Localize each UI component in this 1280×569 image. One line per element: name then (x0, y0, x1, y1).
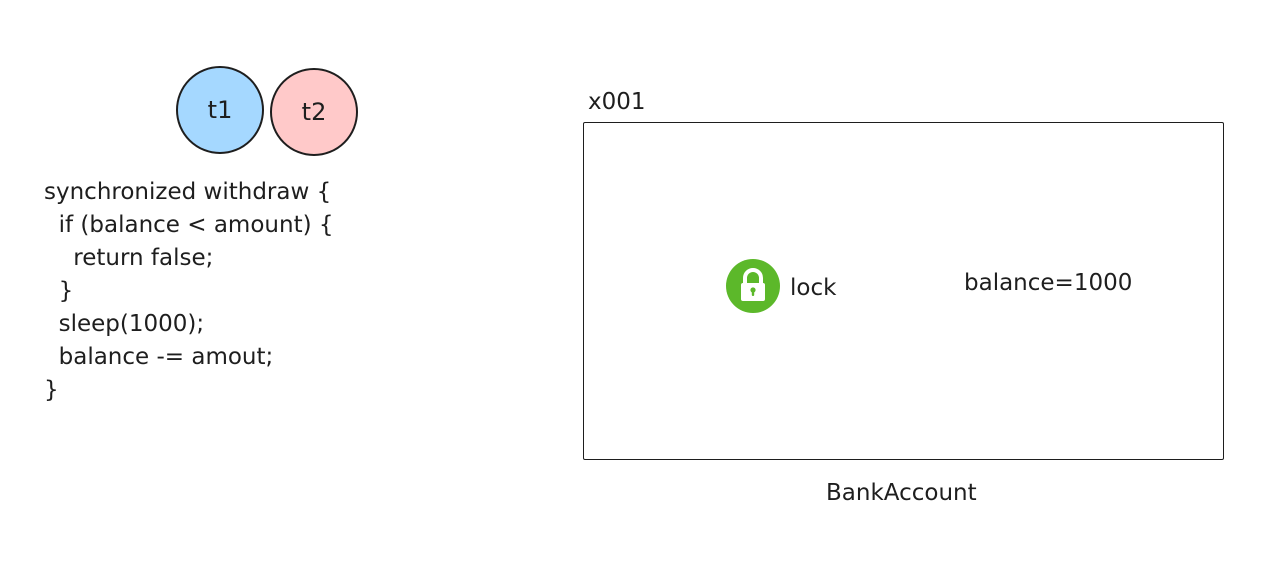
object-address-label: x001 (588, 89, 646, 115)
thread-t1-label: t1 (207, 96, 233, 124)
thread-t2: t2 (270, 68, 358, 156)
balance-field: balance=1000 (964, 270, 1133, 296)
code-line: synchronized withdraw { (44, 179, 332, 205)
lock-label: lock (790, 275, 837, 301)
thread-t1: t1 (176, 66, 264, 154)
bank-account-object-box (583, 122, 1224, 460)
code-line: if (balance < amount) { (44, 212, 334, 238)
code-line: return false; (44, 245, 214, 271)
code-line: } (44, 278, 74, 304)
thread-t2-label: t2 (301, 98, 327, 126)
class-name-caption: BankAccount (826, 480, 977, 506)
code-line: sleep(1000); (44, 311, 205, 337)
withdraw-code-block: synchronized withdraw { if (balance < am… (44, 176, 334, 407)
object-lock: lock (726, 259, 836, 313)
code-line: balance -= amout; (44, 344, 274, 370)
code-line: } (44, 377, 59, 403)
lock-icon (726, 259, 780, 313)
